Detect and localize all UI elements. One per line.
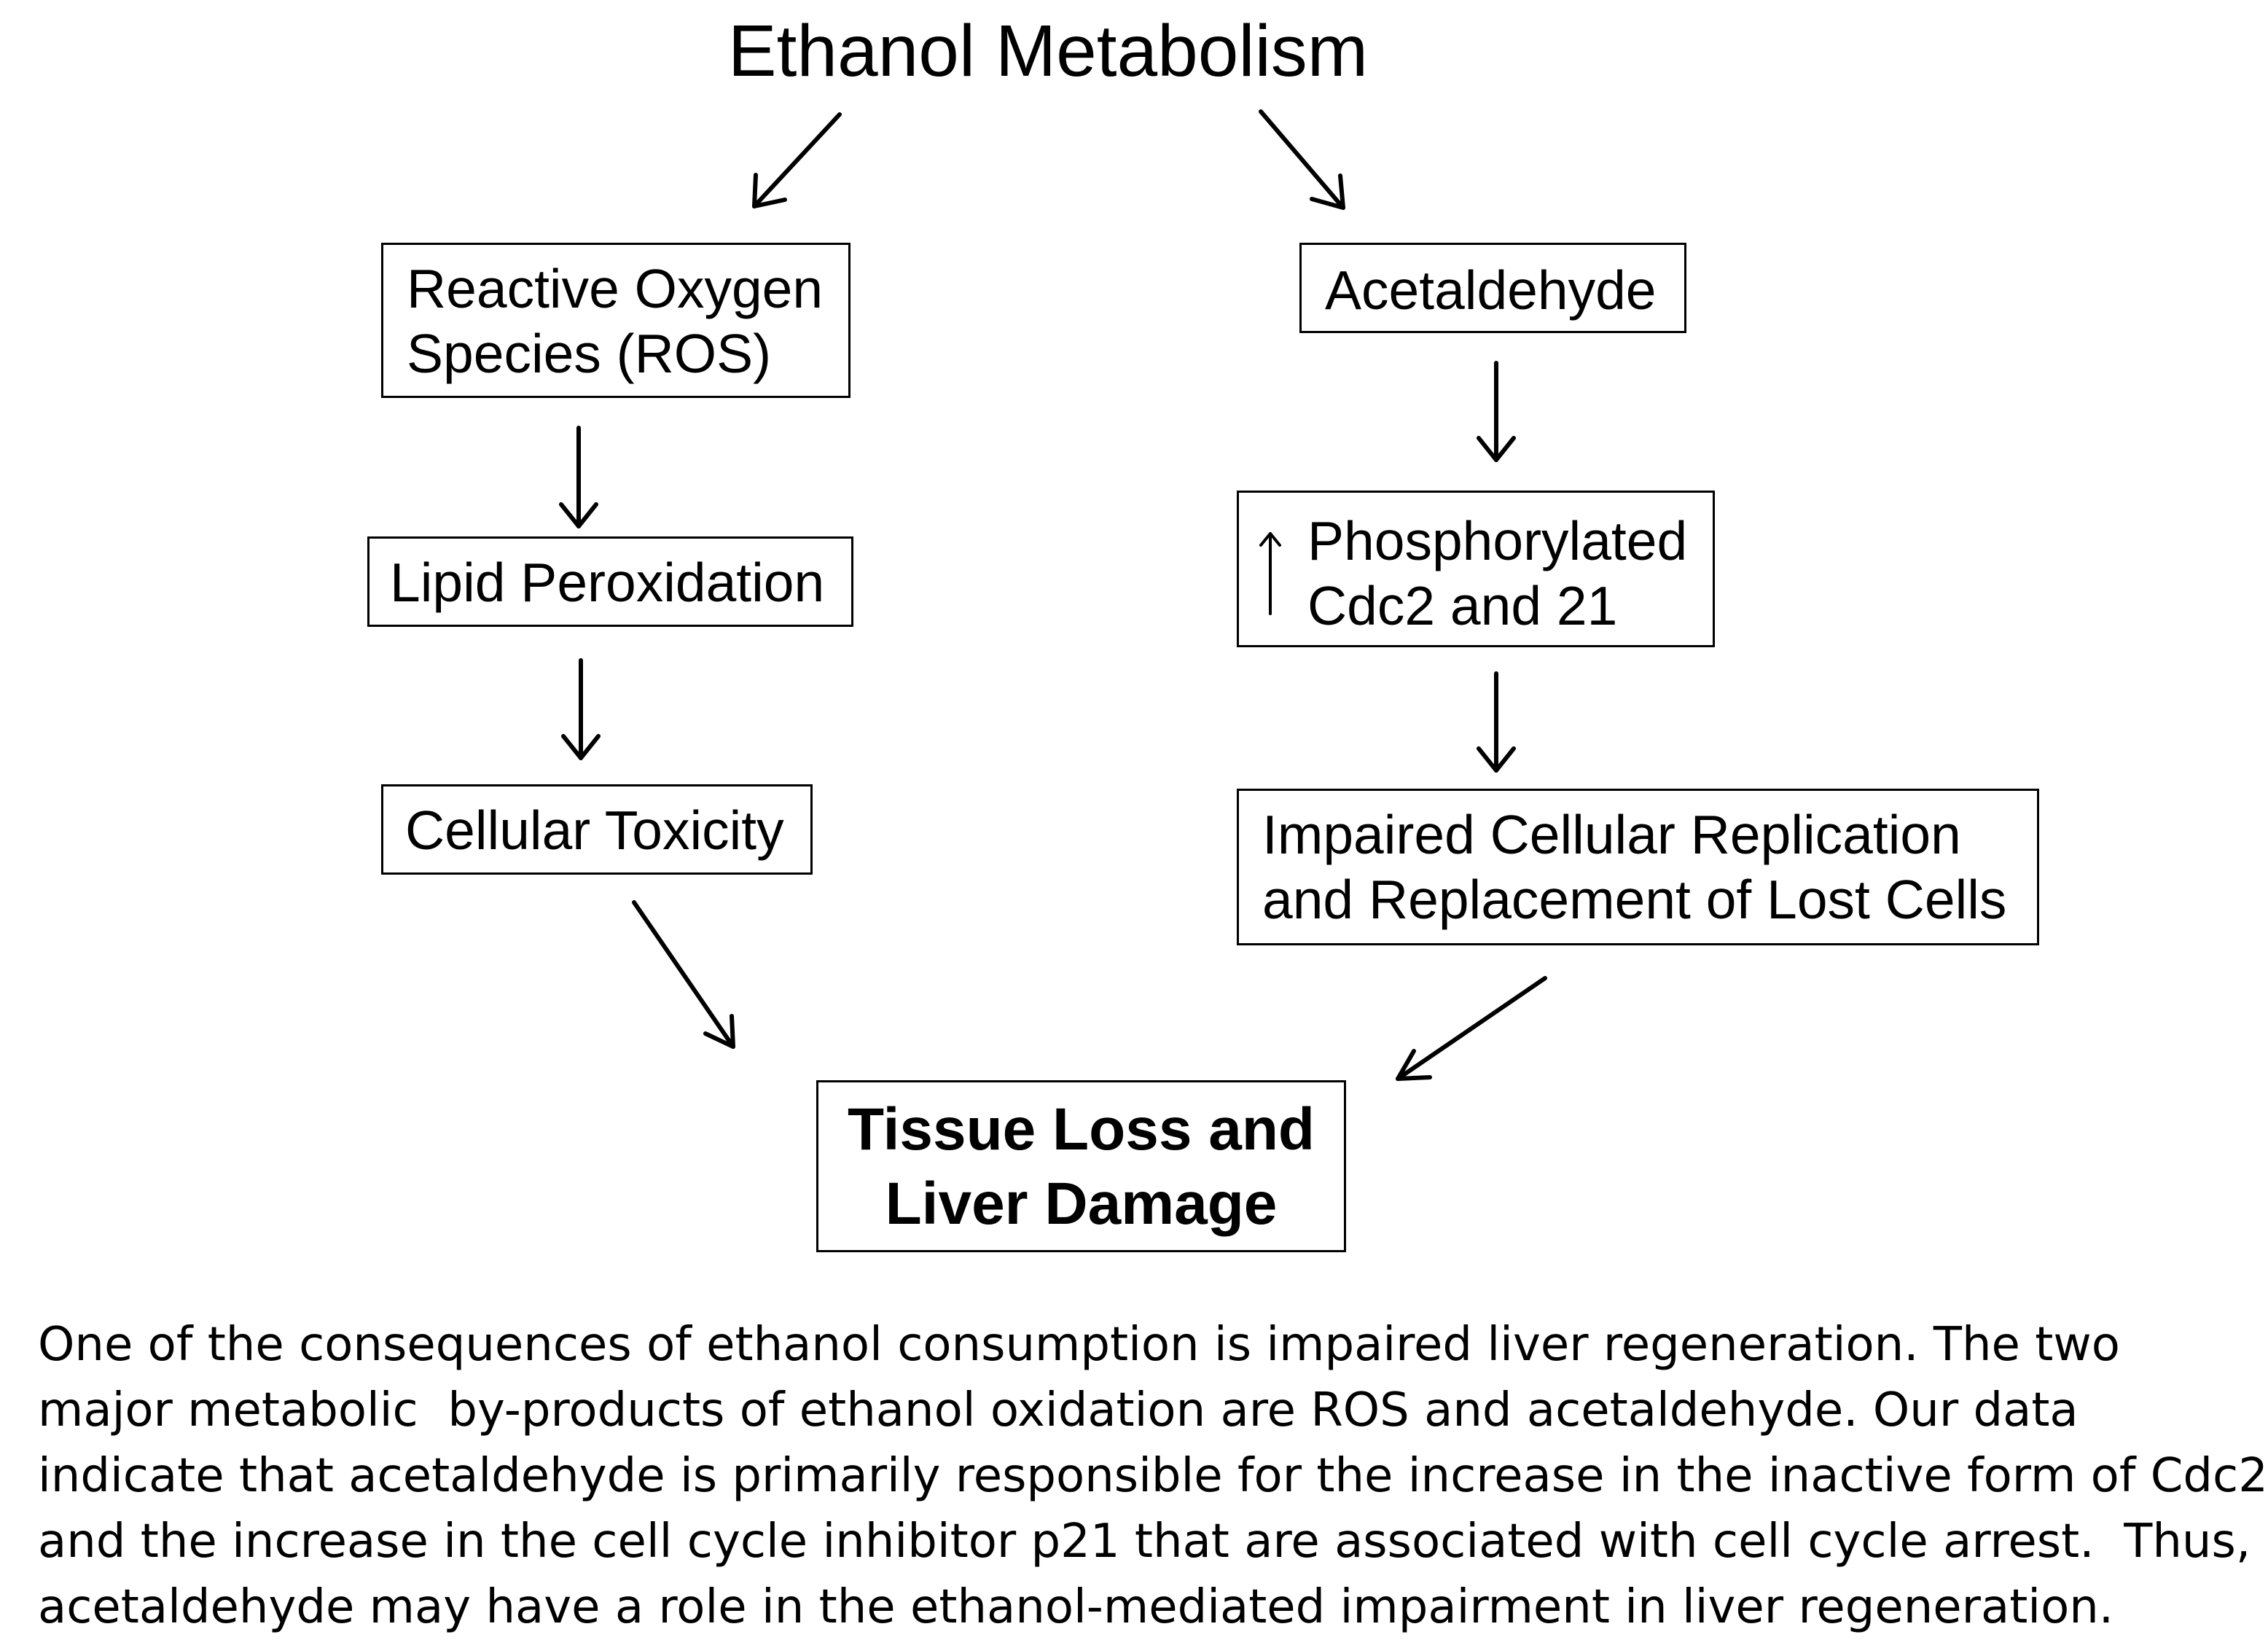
tissue-loss-liver-damage-box: Tissue Loss and Liver Damage: [816, 1080, 1346, 1252]
arrow-phosphorylated-to-impaired: [1477, 671, 1516, 773]
caption-line: One of the consequences of ethanol consu…: [38, 1318, 2120, 1372]
caption-line: acetaldehyde may have a role in the etha…: [38, 1580, 2114, 1634]
tissue-label-line-2: Liver Damage: [885, 1171, 1278, 1237]
cellular-toxicity-box: Cellular Toxicity: [381, 784, 813, 875]
increase-arrow-icon: [1259, 532, 1281, 615]
phosphorylated-label-line-1: Phosphorylated: [1307, 510, 1688, 571]
phosphorylated-cdc2-box: Phosphorylated Cdc2 and 21: [1237, 491, 1715, 647]
acetaldehyde-box: Acetaldehyde: [1299, 243, 1686, 333]
arrow-ros-to-lipid: [559, 426, 598, 528]
tissue-label-line-1: Tissue Loss and: [847, 1096, 1315, 1163]
impaired-label-line-2: and Replacement of Lost Cells: [1262, 869, 2007, 930]
arrow-lipid-to-toxicity: [561, 658, 601, 760]
arrow-title-to-ros: [752, 112, 842, 208]
ros-label-line-1: Reactive Oxygen: [407, 258, 824, 319]
ros-label-line-2: Species (ROS): [407, 323, 772, 384]
phosphorylated-label-line-2: Cdc2 and 21: [1307, 575, 1618, 636]
arrow-title-to-acetaldehyde: [1259, 109, 1345, 210]
arrow-acetaldehyde-to-phosphorylated: [1477, 361, 1516, 462]
caption-line: major metabolic by-products of ethanol o…: [38, 1383, 2079, 1437]
arrow-impaired-to-tissue: [1396, 976, 1547, 1081]
arrow-toxicity-to-tissue: [632, 900, 735, 1049]
figure-caption: One of the consequences of ethanol consu…: [38, 1312, 2268, 1640]
ros-box: Reactive Oxygen Species (ROS): [381, 243, 850, 398]
cellular-toxicity-label: Cellular Toxicity: [405, 800, 784, 861]
lipid-peroxidation-box: Lipid Peroxidation: [367, 536, 853, 627]
acetaldehyde-label: Acetaldehyde: [1325, 259, 1657, 321]
caption-line: indicate that acetaldehyde is primarily …: [38, 1449, 2268, 1503]
diagram-title: Ethanol Metabolism: [727, 10, 1369, 92]
caption-line: and the increase in the cell cycle inhib…: [38, 1515, 2251, 1569]
impaired-replication-box: Impaired Cellular Replication and Replac…: [1237, 789, 2039, 945]
impaired-label-line-1: Impaired Cellular Replication: [1262, 804, 1961, 865]
lipid-peroxidation-label: Lipid Peroxidation: [390, 552, 825, 613]
flow-arrows: [559, 109, 1547, 1081]
